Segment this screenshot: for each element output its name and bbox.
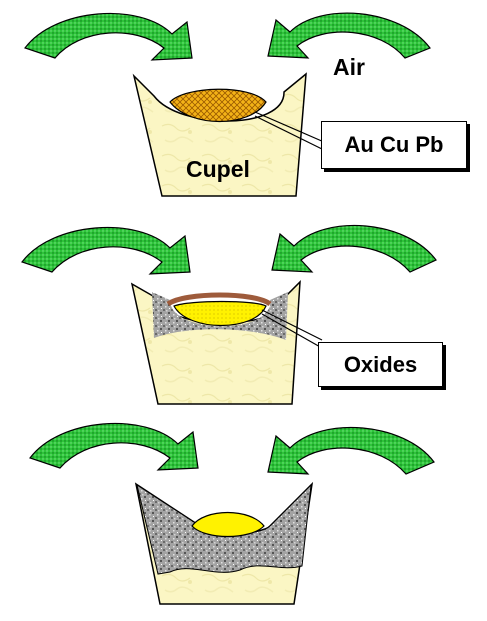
callout-line <box>254 115 325 151</box>
metals-label: Au Cu Pb <box>344 132 444 157</box>
curved-arrow-icon <box>24 12 193 61</box>
metal-bead-icon <box>169 88 267 123</box>
absorbed-oxide-icon <box>152 292 288 340</box>
callout-line <box>254 111 325 143</box>
gold-bead-icon <box>173 300 267 327</box>
cupel-label: Cupel <box>186 156 250 182</box>
oxide-film-icon <box>166 292 272 307</box>
cupel-icon <box>132 72 307 197</box>
curved-arrow-icon <box>267 426 435 475</box>
metals-callout: Au Cu Pb <box>321 121 467 169</box>
gold-bead-icon <box>191 511 265 538</box>
stage-3 <box>29 422 435 605</box>
curved-arrow-icon <box>21 226 191 275</box>
stage-1 <box>24 12 431 197</box>
curved-arrow-icon <box>29 422 199 471</box>
callout-line <box>261 313 323 349</box>
oxides-callout: Oxides <box>318 342 443 387</box>
air-label: Air <box>333 54 365 80</box>
callout-line <box>261 309 323 341</box>
curved-arrow-icon <box>271 224 437 273</box>
stage-2 <box>21 224 437 405</box>
curved-arrow-icon <box>267 12 431 59</box>
oxides-label: Oxides <box>343 351 418 377</box>
